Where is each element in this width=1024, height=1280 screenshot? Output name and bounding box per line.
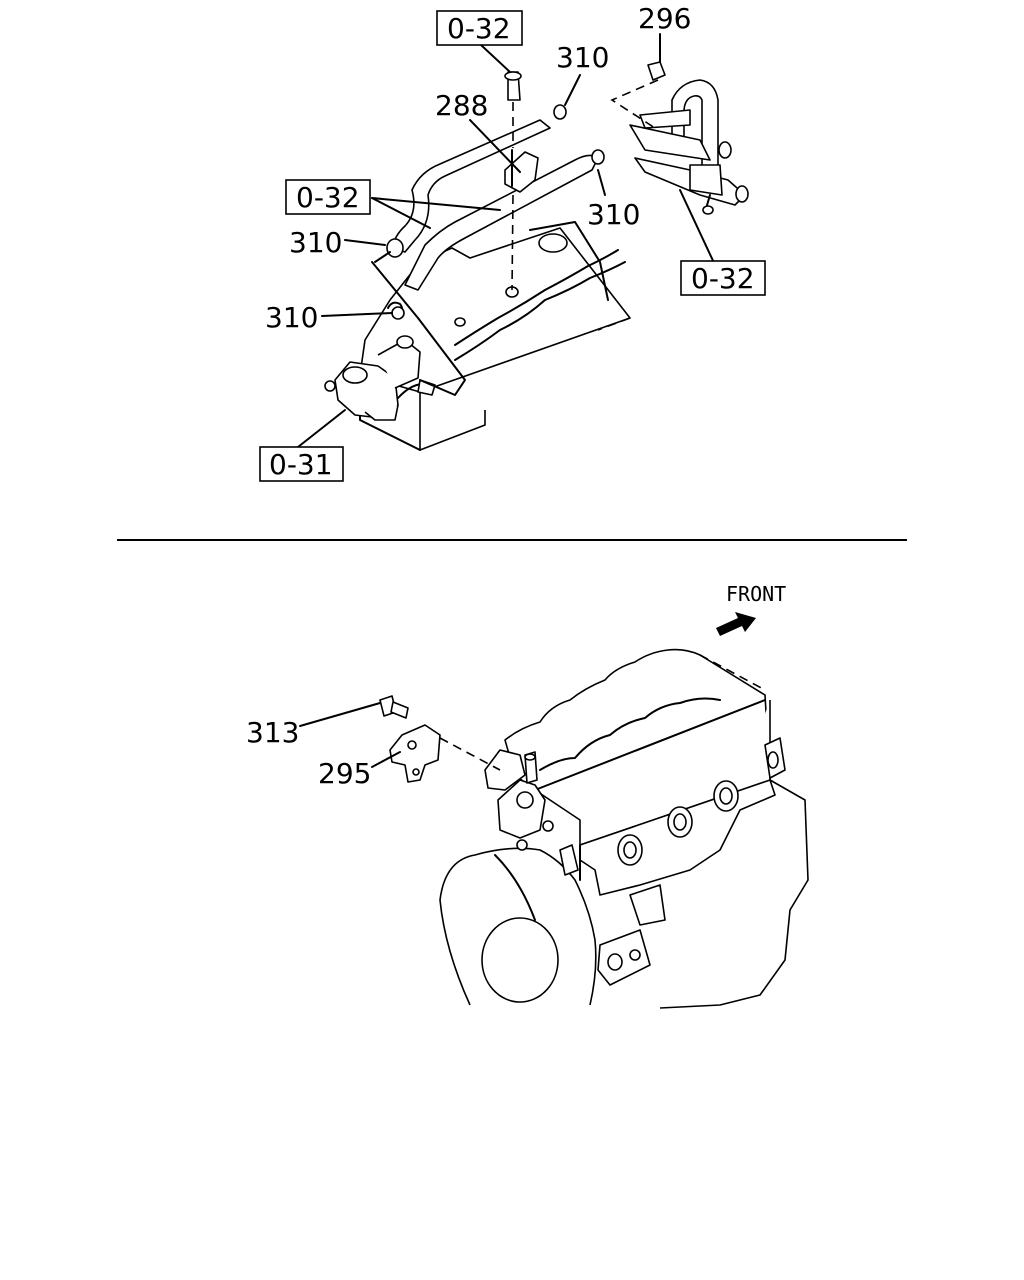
lower-diagram: FRONT [246,582,809,1009]
part-number-310-top: 310 [556,41,609,74]
ref-box-left [285,179,371,215]
upper-leader-lines [297,33,716,448]
part-number-313: 313 [246,716,299,749]
part-number-296: 296 [638,2,691,35]
ref-label-right: 0-32 [691,262,755,295]
ref-box-top [436,10,523,46]
coolant-pipe-assembly-right [610,61,749,215]
upper-diagram: 0-32 0-32 0-32 0-31 296 310 288 310 310 … [259,2,766,482]
front-direction-label: FRONT [726,582,786,606]
hose-bracket-288 [504,71,539,291]
engine-block-lower [439,648,809,1009]
ref-label-left: 0-32 [296,181,360,214]
leader-295 [371,751,401,768]
part-number-288: 288 [435,89,488,122]
front-arrow-icon [716,612,756,636]
ref-label-bottom: 0-31 [269,448,333,481]
coolant-hose-upper [371,104,605,396]
part-number-310-left: 310 [289,226,342,259]
part-number-310-lower: 310 [265,301,318,334]
ref-box-right [680,260,766,296]
leader-313 [299,702,381,727]
part-number-310-right: 310 [587,198,640,231]
cylinder-head-upper [324,221,631,451]
bracket-295 [389,724,501,783]
bolt-313 [379,695,409,719]
ref-label-top: 0-32 [447,12,511,45]
ref-box-bottom [259,446,344,482]
part-number-295: 295 [318,757,371,790]
